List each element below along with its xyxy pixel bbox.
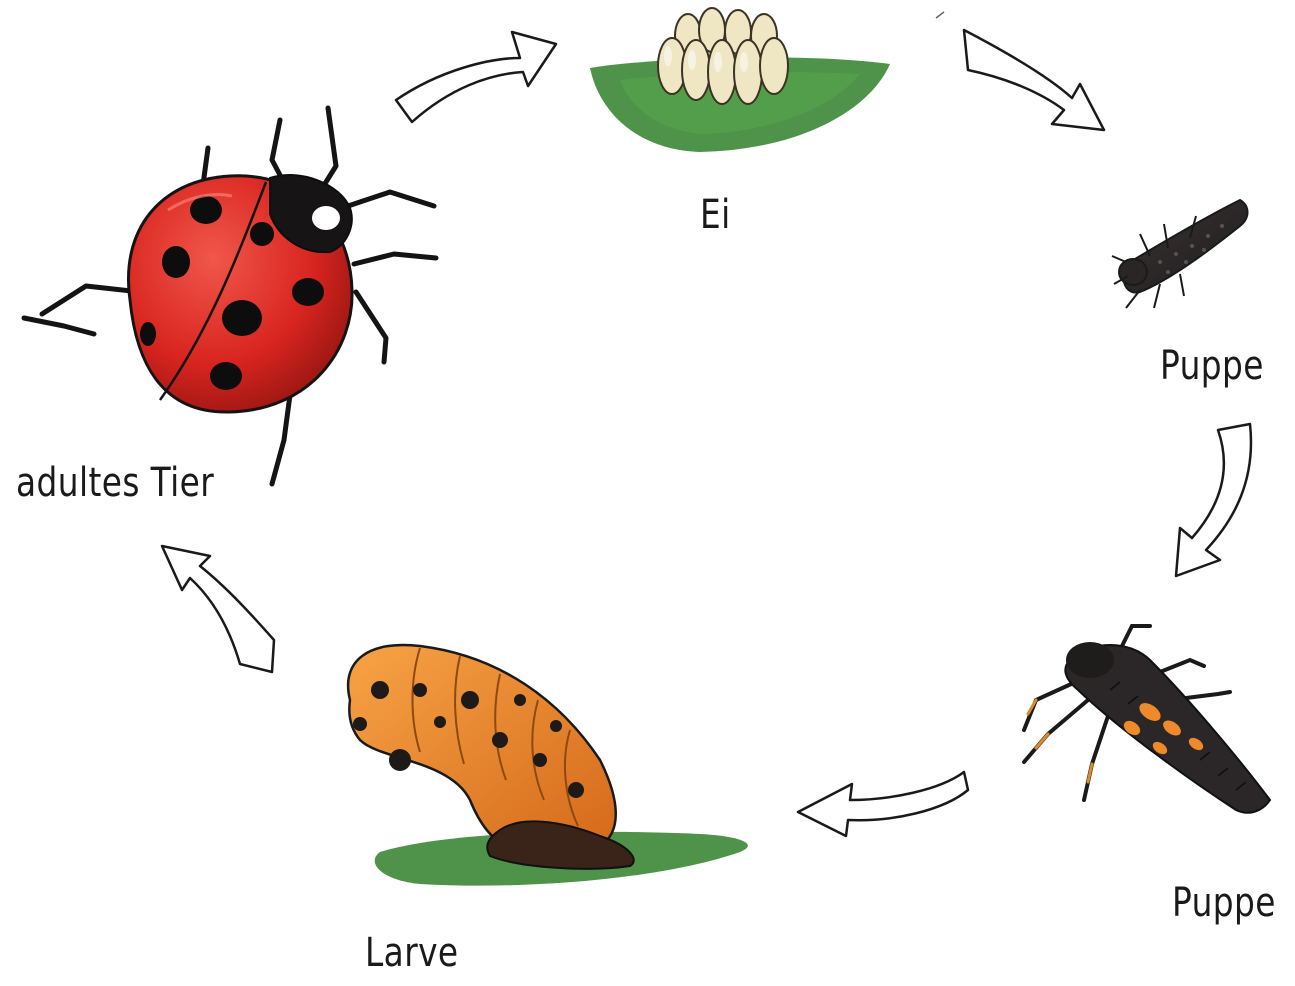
egg-illustration xyxy=(590,8,890,152)
label-adult: adultes Tier xyxy=(16,460,214,506)
label-egg: Ei xyxy=(700,192,731,238)
sketch-mark xyxy=(936,12,944,18)
arrow-larva-to-adult xyxy=(162,546,274,672)
label-pupa-top: Puppe xyxy=(1160,343,1264,389)
arrow-pupa-to-pupa xyxy=(1176,424,1251,576)
larva-illustration xyxy=(348,645,748,886)
label-larva: Larve xyxy=(365,930,459,976)
pupa-top-illustration xyxy=(1112,200,1248,308)
arrow-pupa-to-larva xyxy=(798,772,968,836)
adult-ladybug-illustration xyxy=(24,108,436,484)
arrow-egg-to-pupa xyxy=(964,30,1104,130)
label-pupa-bottom: Puppe xyxy=(1172,880,1276,926)
arrow-adult-to-egg xyxy=(396,32,556,122)
pupa-bottom-illustration xyxy=(1024,626,1270,813)
